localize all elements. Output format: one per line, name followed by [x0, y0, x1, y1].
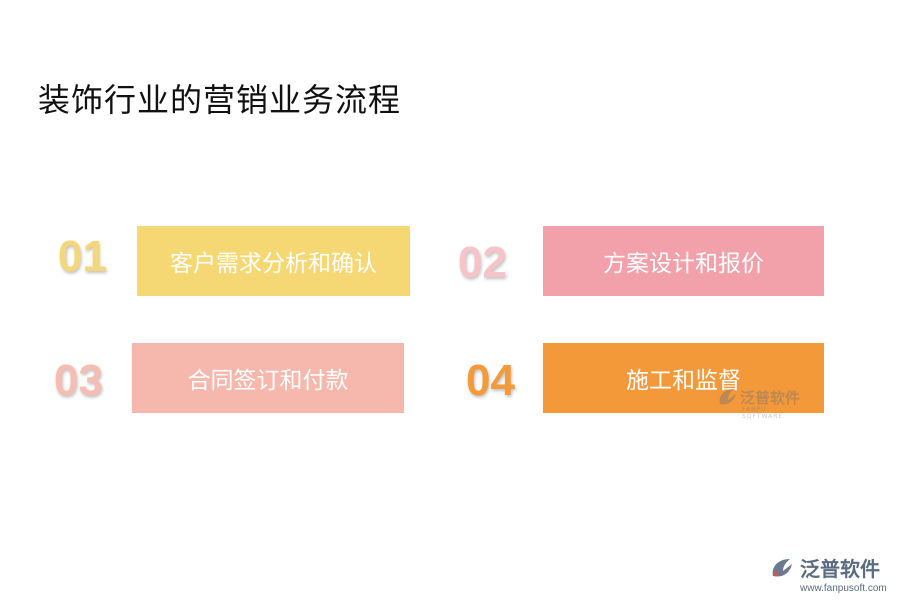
brand-url: www.fanpusoft.com	[800, 583, 887, 594]
fanpu-logo-icon	[772, 558, 792, 576]
page-title: 装饰行业的营销业务流程	[38, 81, 402, 119]
step-number-02: 02	[458, 238, 507, 287]
fanpu-logo-icon	[719, 389, 736, 405]
watermark-center-name: 泛普软件	[740, 388, 801, 407]
watermark-center-sub: FANPU SOFTWARE	[742, 406, 784, 420]
brand-watermark: 泛普软件 www.fanpusoft.com	[770, 553, 887, 594]
brand-name: 泛普软件	[800, 557, 880, 581]
watermark-center: 泛普软件 FANPU SOFTWARE	[716, 386, 801, 420]
step-number-01: 01	[58, 232, 107, 281]
step-box-03: 合同签订和付款	[132, 343, 404, 413]
step-number-03: 03	[54, 356, 103, 405]
step-box-01: 客户需求分析和确认	[137, 226, 410, 296]
step-box-04: 施工和监督	[543, 343, 824, 413]
step-box-02: 方案设计和报价	[543, 226, 824, 296]
step-number-04: 04	[466, 356, 515, 405]
